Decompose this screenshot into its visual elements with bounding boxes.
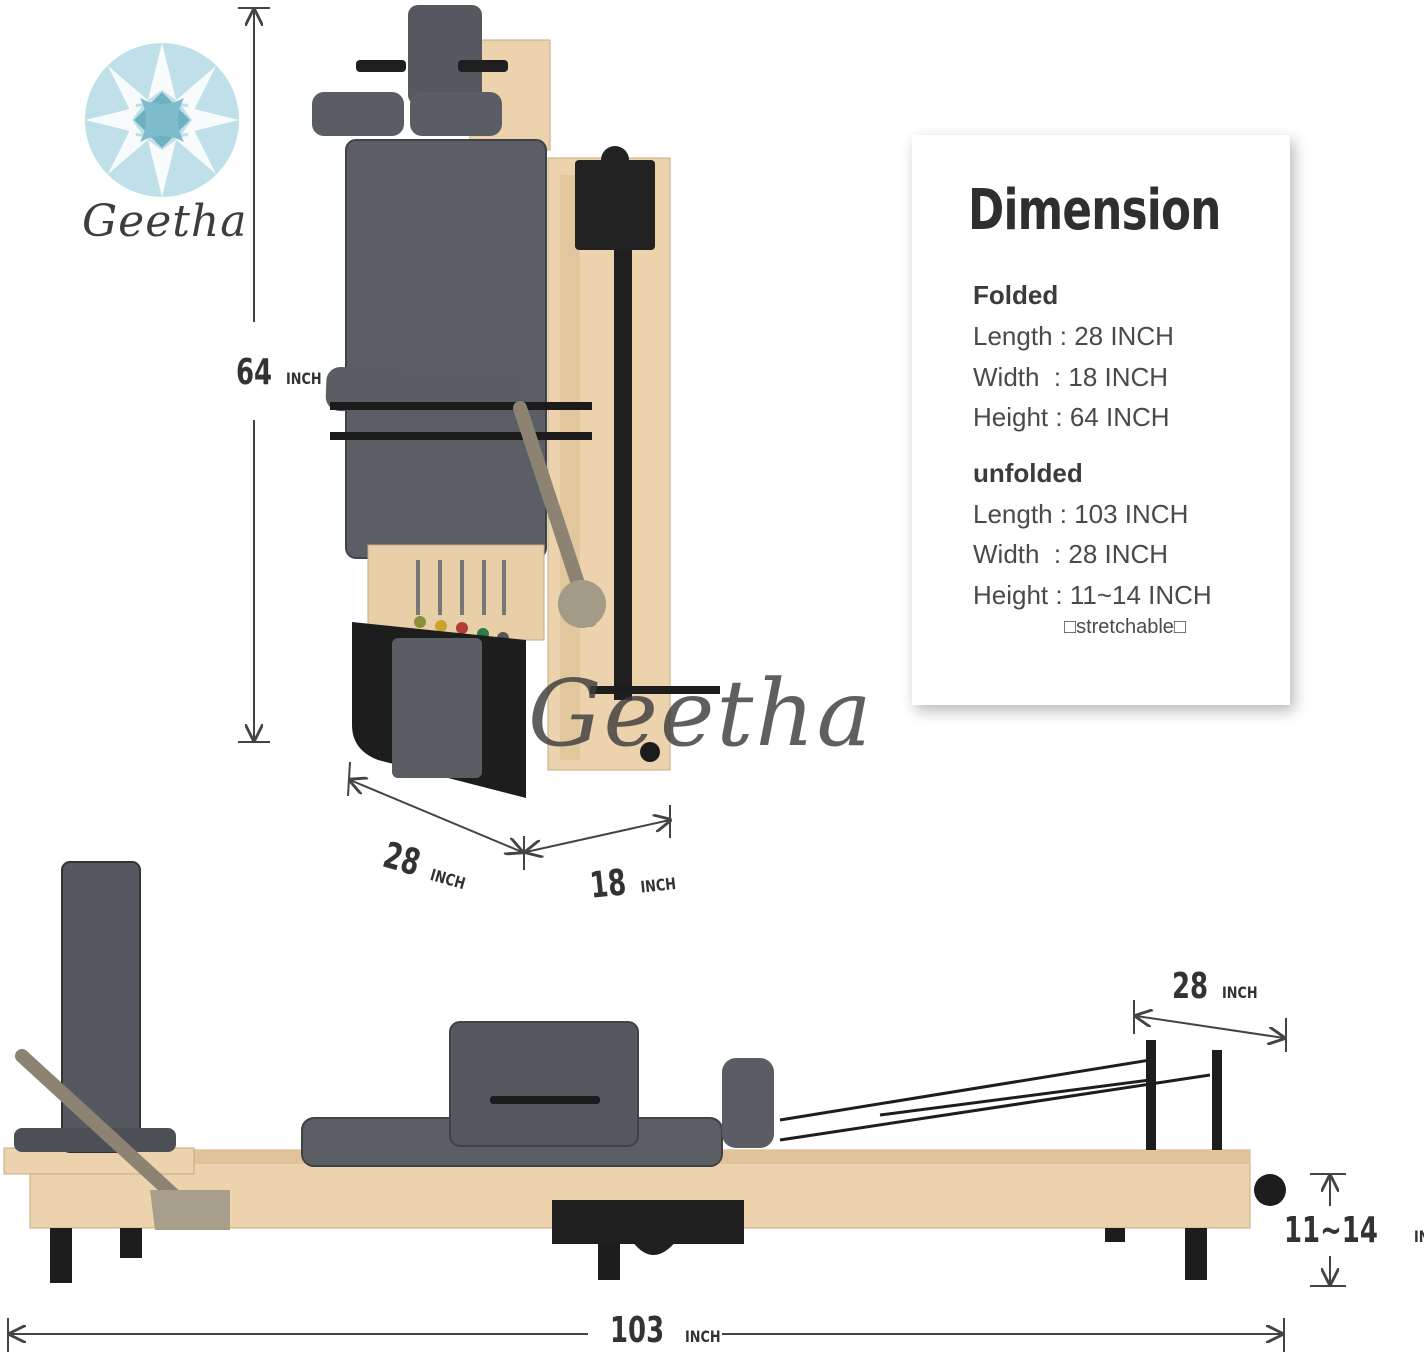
folded-width: Width : 18 INCH: [973, 362, 1169, 392]
logo-emblem-icon: [85, 43, 239, 197]
unfolded-length: Length : 103 INCH: [973, 499, 1189, 529]
unfolded-height: Height : 11~14 INCH: [973, 580, 1212, 610]
brand-logo-text: Geetha: [82, 196, 248, 247]
stretchable-note: □stretchable□: [1064, 616, 1186, 638]
brand-watermark: Geetha: [528, 660, 874, 767]
folded-height-dimension-line: [238, 7, 270, 743]
folded-length: Length : 28 INCH: [973, 321, 1174, 351]
unfolded-width-dimension-line: [1134, 1000, 1286, 1052]
unfolded-length-dimension-line: [7, 1318, 1285, 1352]
unfolded-height-dimension-line: [1310, 1173, 1346, 1287]
folded-height: Height : 64 INCH: [973, 402, 1170, 432]
unfolded-heading: unfolded: [973, 458, 1083, 488]
dimension-card: [912, 135, 1290, 705]
folded-reformer-image: [312, 5, 720, 798]
folded-width-dimension-line: [526, 805, 670, 852]
folded-heading: Folded: [973, 280, 1059, 310]
unfolded-reformer-image: [3, 861, 1286, 1283]
unfolded-width: Width : 28 INCH: [973, 539, 1169, 569]
dimension-title: Dimension: [968, 178, 1221, 243]
